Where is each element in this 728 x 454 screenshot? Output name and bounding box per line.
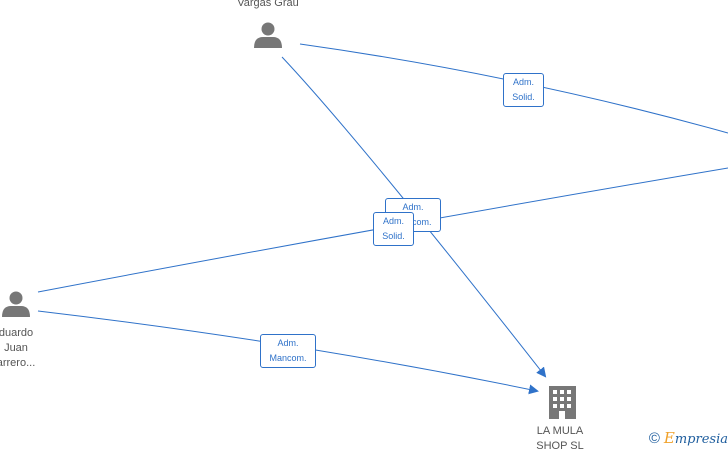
role-line: Solid.: [382, 231, 405, 241]
node-name-line: arrero...: [0, 357, 36, 369]
role-line: Adm.: [512, 77, 534, 87]
node-label-vargas[interactable]: Vargas Grau: [218, 0, 318, 11]
role-line: Adm.: [402, 202, 424, 212]
person-icon[interactable]: [2, 291, 30, 318]
node-label-company[interactable]: LA MULA SHOP SL: [520, 424, 600, 454]
node-name: Vargas Grau: [237, 0, 299, 9]
node-name-line: duardo: [0, 327, 34, 339]
role-line: Solid.: [512, 92, 535, 102]
node-name-line: SHOP SL: [536, 440, 584, 452]
role-line: Adm.: [382, 216, 404, 226]
person-icon[interactable]: [254, 22, 282, 49]
edge-label-eduardo-right: Adm. Solid.: [373, 212, 414, 246]
brand-logo: Empresia: [664, 429, 728, 447]
edge-label-eduardo-company: Adm. Mancom.: [260, 334, 316, 368]
edge-vargas-to-company: [281, 56, 547, 378]
role-line: Mancom.: [269, 353, 307, 363]
edge-label-vargas-right: Adm. Solid.: [503, 73, 544, 107]
role-line: Adm.: [277, 338, 299, 348]
brand-initial: E: [663, 429, 675, 447]
node-name-line: LA MULA: [536, 425, 584, 437]
building-icon[interactable]: [549, 386, 576, 419]
copyright-icon: ©: [648, 429, 660, 447]
brand-rest: mpresia: [674, 432, 728, 447]
node-name-line: Juan: [4, 342, 28, 354]
empresia-watermark: © Empresia: [649, 428, 728, 448]
node-label-eduardo[interactable]: duardo Juan arrero...: [0, 326, 46, 371]
